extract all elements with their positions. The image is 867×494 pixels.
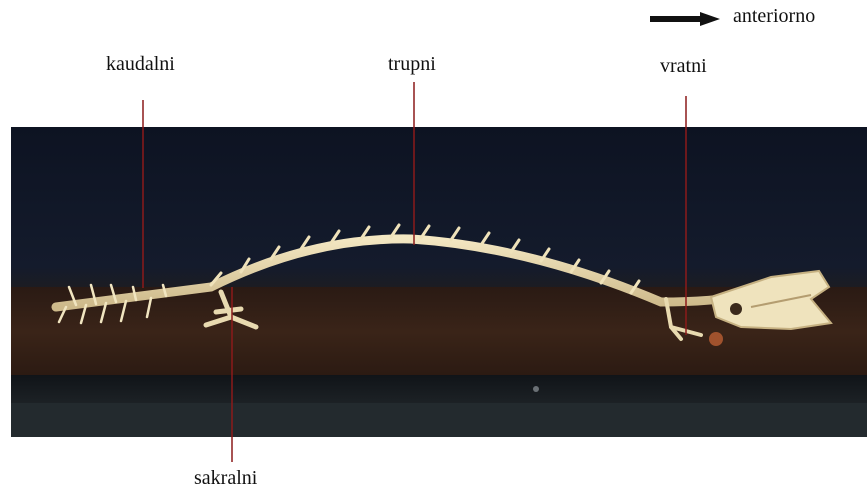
arrow-right-icon — [650, 12, 720, 26]
label-kaudalni: kaudalni — [106, 54, 175, 74]
direction-label: anteriorno — [733, 6, 815, 26]
label-sakralni: sakralni — [194, 468, 257, 488]
label-trupni: trupni — [388, 54, 436, 74]
label-vratni: vratni — [660, 56, 707, 76]
skeleton-photo — [11, 127, 867, 437]
